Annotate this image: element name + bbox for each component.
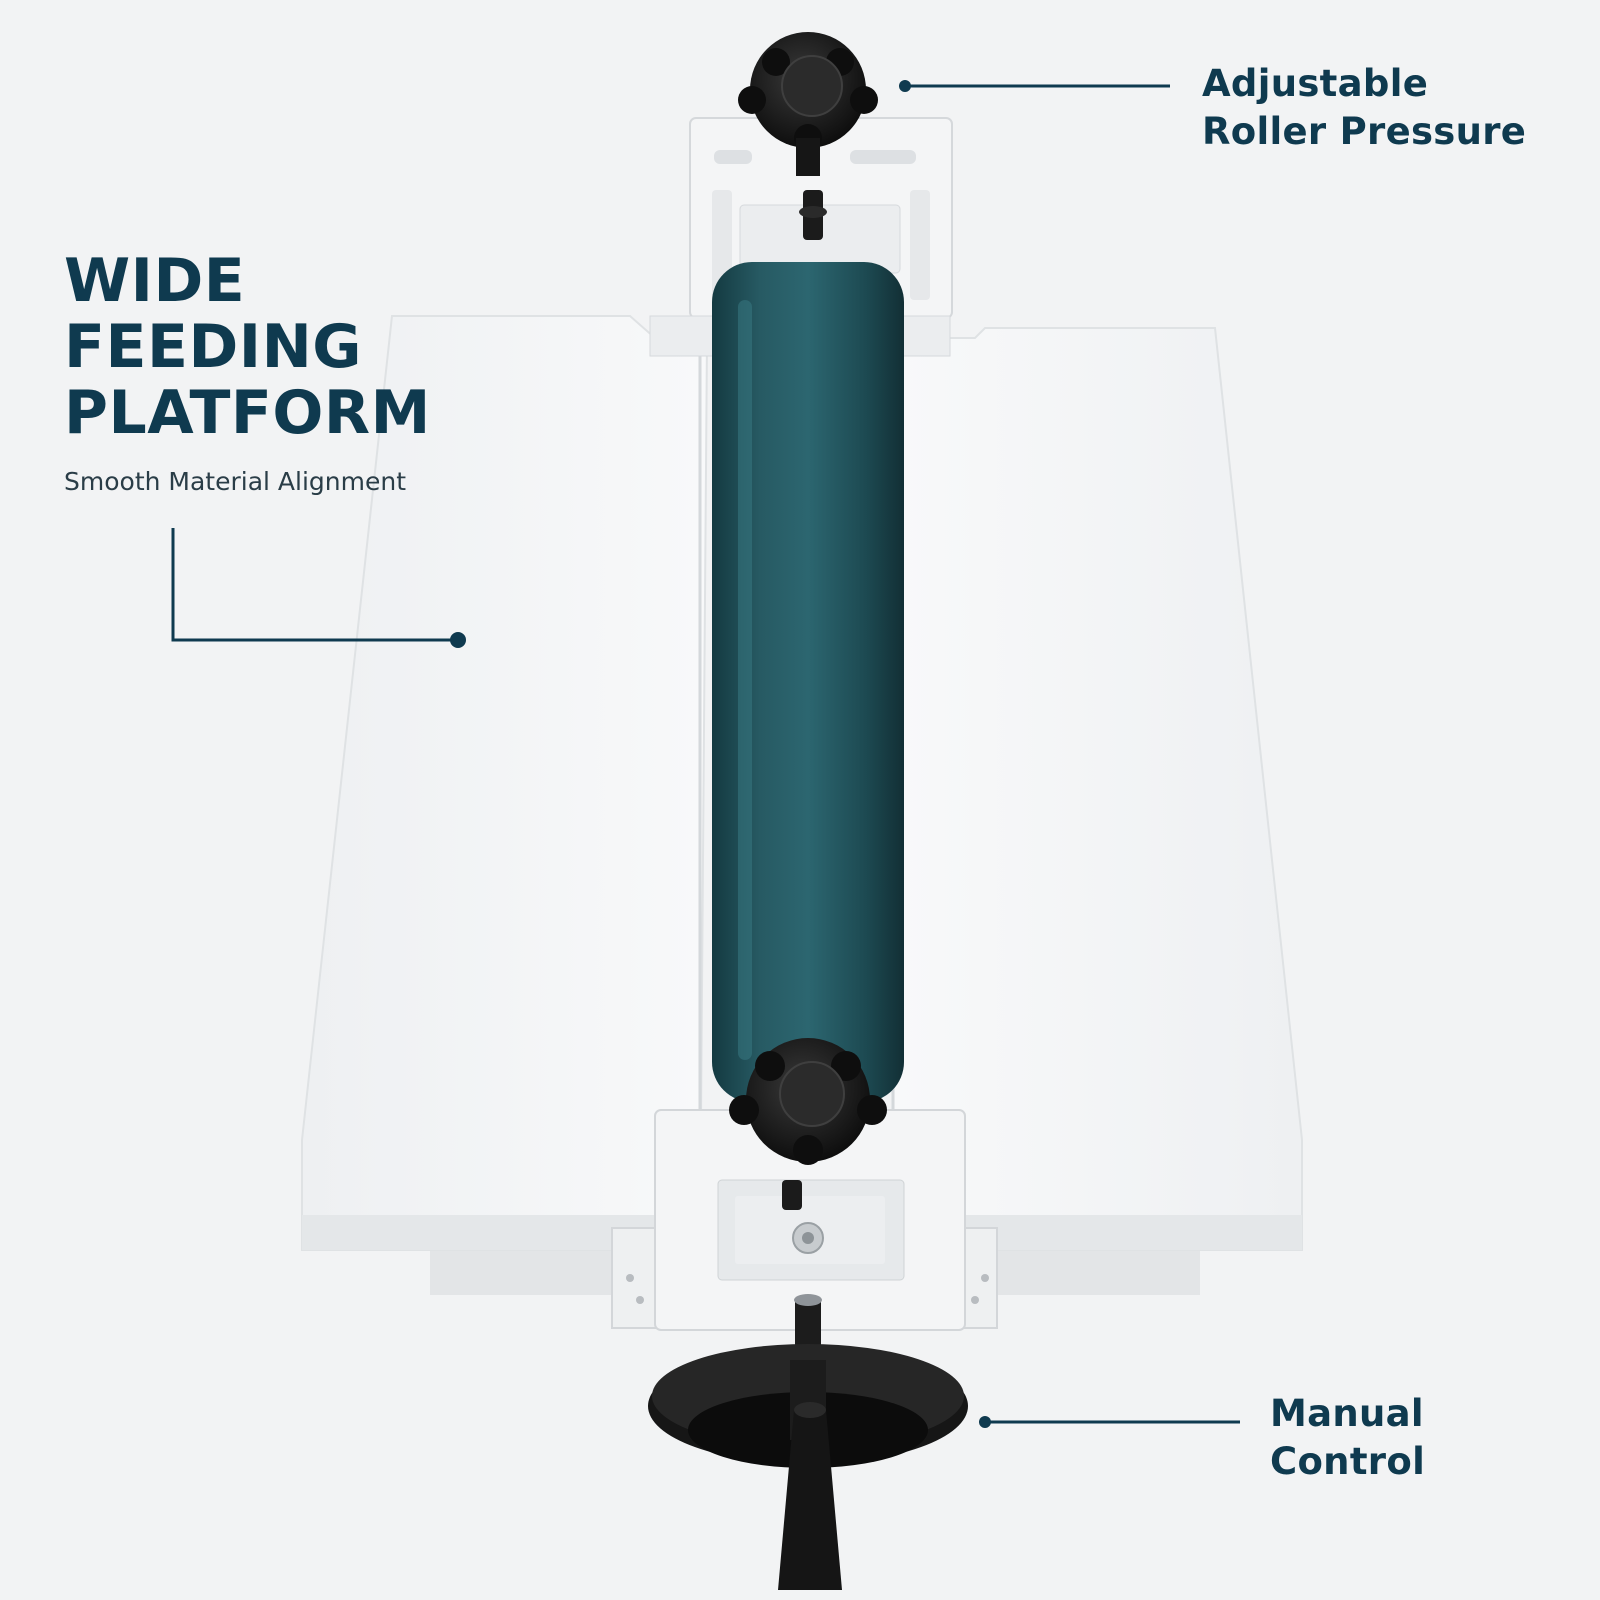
callout-line-roller-pressure [899, 80, 1170, 92]
headline-line: PLATFORM [64, 378, 431, 448]
left-feeding-platform [301, 315, 709, 1251]
callout-line-manual-control [979, 1416, 1240, 1428]
bottom-pressure-knob [729, 1038, 887, 1165]
hand-crank-wheel [648, 1294, 968, 1590]
headline-line: WIDE [64, 246, 246, 316]
feature-subtitle: Smooth Material Alignment [64, 467, 407, 496]
callout-line-text: Roller Pressure [1202, 110, 1527, 153]
callout-line-platform [171, 528, 466, 648]
bottom-frame-bracket [611, 1109, 998, 1331]
top-pressure-knob [738, 32, 878, 176]
teal-roller [712, 262, 904, 1102]
callout-roller-pressure: Adjustable Roller Pressure [1202, 60, 1526, 156]
feature-headline: WIDE FEEDING PLATFORM [64, 248, 431, 446]
headline-line: FEEDING [64, 312, 363, 382]
callout-line-text: Manual [1270, 1392, 1424, 1435]
callout-manual-control: Manual Control [1270, 1390, 1425, 1486]
callout-line-text: Control [1270, 1440, 1426, 1483]
callout-line-text: Adjustable [1202, 62, 1429, 105]
